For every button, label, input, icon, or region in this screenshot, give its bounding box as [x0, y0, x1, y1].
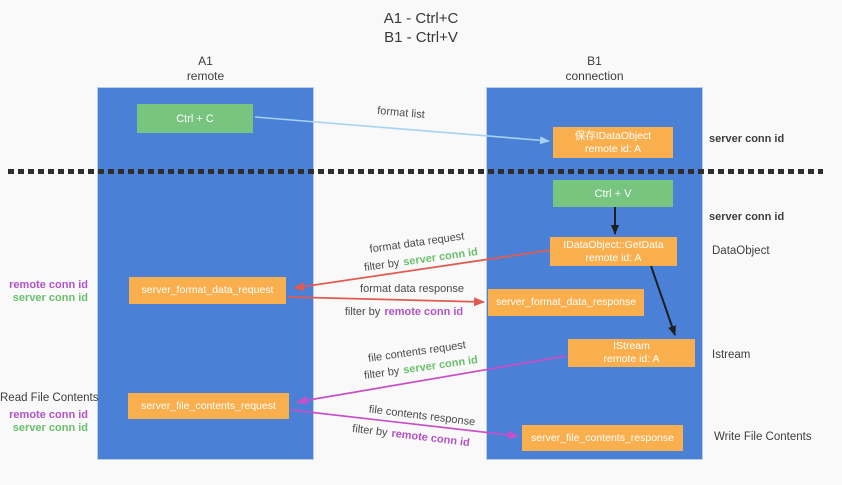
node-getdata-line2: remote id: A [585, 251, 642, 264]
diagram-title: A1 - Ctrl+C B1 - Ctrl+V [0, 9, 842, 47]
title-line-1: A1 - Ctrl+C [383, 10, 459, 27]
filter-by-text: filter by [363, 257, 401, 274]
node-ctrl-v-label: Ctrl + V [594, 187, 632, 200]
column-b1-role: connection [565, 69, 624, 83]
label-server-conn-id-top-right: server conn id [709, 133, 785, 145]
arrow-format-data-response [287, 296, 485, 307]
label-read-file-contents-group: Read File Contents remote conn id server… [0, 392, 99, 435]
label-server-conn-id-mid-right: server conn id [709, 211, 785, 223]
node-server-file-contents-request: server_file_contents_request [128, 393, 289, 419]
copy-paste-separator-line [8, 169, 823, 174]
read-file-contents-text: Read File Contents [0, 392, 99, 404]
remote-conn-id-text: remote conn id [9, 409, 88, 421]
node-save-idataobject-line2: remote id: A [584, 142, 642, 155]
label-file-contents-response: file contents response [368, 403, 476, 429]
node-idataobject-getdata: IDataObject::GetData remote id: A [550, 237, 677, 266]
remote-conn-id-text: remote conn id [390, 427, 471, 450]
filter-by-text: filter by [351, 422, 389, 440]
node-ctrl-c: Ctrl + C [137, 104, 253, 133]
node-save-idataobject: 保存IDataObject remote id: A [553, 127, 673, 158]
node-server-file-contents-response: server_file_contents_response [522, 425, 683, 451]
label-format-data-response: format data response [360, 283, 464, 295]
label-format-list: format list [376, 104, 426, 122]
node-server-format-data-request: server_format_data_request [129, 277, 286, 304]
server-conn-id-text: server conn id [12, 292, 88, 304]
remote-conn-id-text: remote conn id [384, 306, 464, 318]
node-istream: IStream remote id: A [568, 339, 695, 367]
node-istream-line1: IStream [613, 340, 650, 352]
filter-by-text: filter by [363, 365, 401, 382]
node-save-idataobject-line1: 保存IDataObject [574, 129, 652, 142]
column-a1-name: A1 [198, 54, 213, 68]
label-conn-ids-left-top: remote conn id server conn id [0, 279, 88, 305]
column-header-b1: B1 connection [486, 54, 703, 84]
label-istream: Istream [712, 349, 751, 361]
column-b1-name: B1 [587, 54, 602, 68]
column-header-a1: A1 remote [97, 54, 314, 84]
server-conn-id-text: server conn id [12, 422, 88, 434]
node-server-format-data-request-label: server_format_data_request [141, 284, 274, 296]
node-getdata-line1: IDataObject::GetData [563, 238, 664, 251]
node-ctrl-c-label: Ctrl + C [176, 112, 214, 125]
node-istream-line2: remote id: A [603, 353, 660, 365]
node-server-file-contents-response-label: server_file_contents_response [530, 431, 674, 444]
title-line-2: B1 - Ctrl+V [384, 29, 458, 46]
filter-by-text: filter by [344, 306, 381, 318]
node-server-file-contents-request-label: server_file_contents_request [141, 399, 276, 412]
node-ctrl-v: Ctrl + V [553, 180, 673, 207]
node-server-format-data-response: server_format_data_response [488, 289, 644, 316]
label-dataobject: DataObject [712, 245, 770, 257]
remote-conn-id-text: remote conn id [9, 279, 88, 291]
node-server-format-data-response-label: server_format_data_response [495, 296, 637, 308]
column-a1-role: remote [186, 69, 225, 83]
label-write-file-contents: Write File Contents [714, 431, 812, 443]
